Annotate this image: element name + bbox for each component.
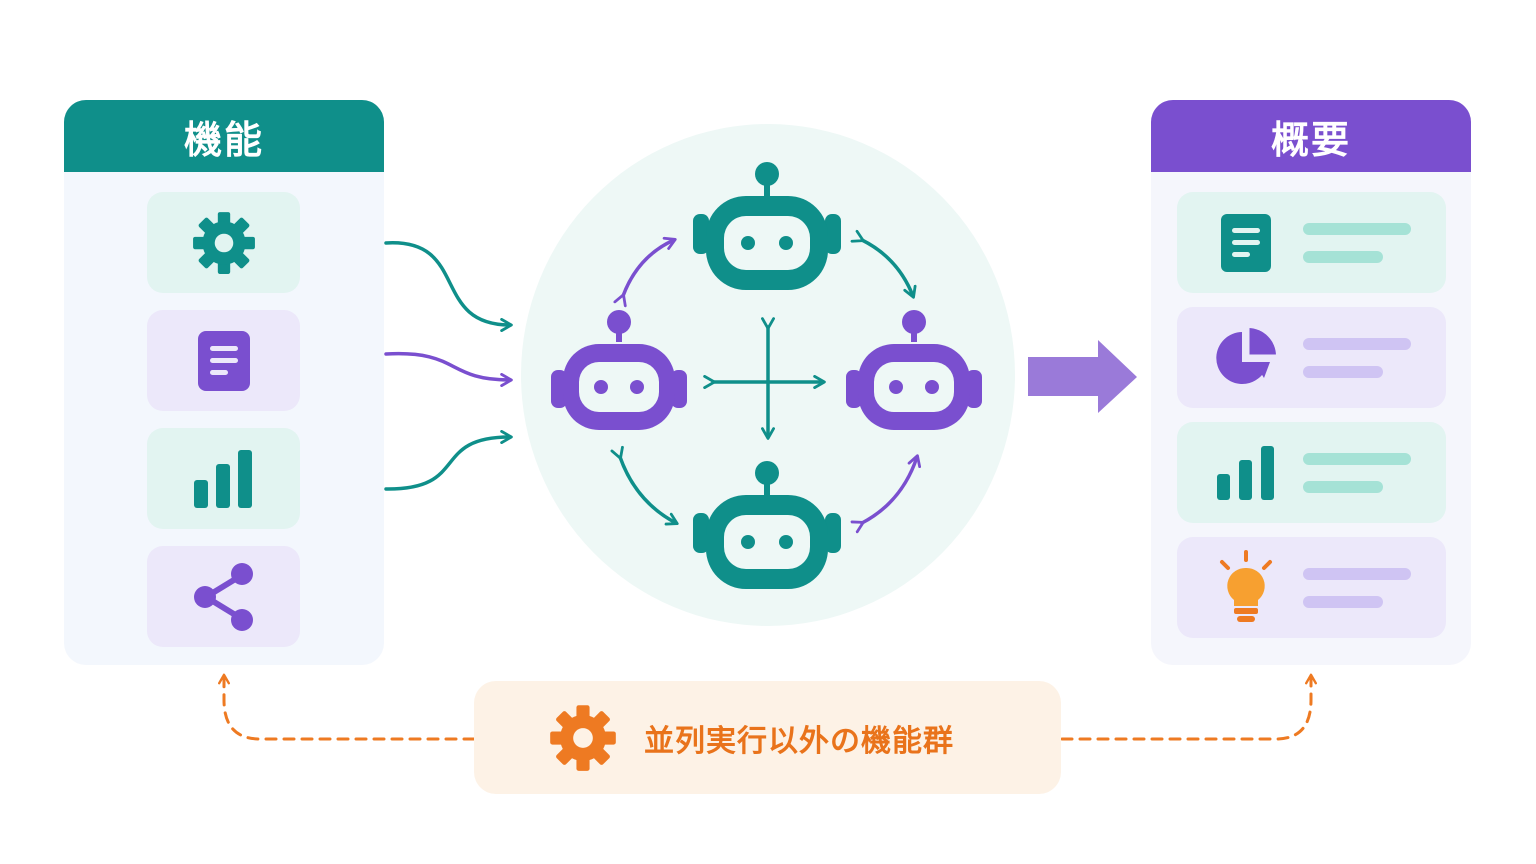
document-icon bbox=[196, 329, 252, 393]
summary-placeholder-lines bbox=[1303, 452, 1411, 493]
features-item-share bbox=[147, 546, 300, 647]
robot-icon-bottom bbox=[693, 461, 841, 589]
summary-item-pie bbox=[1177, 307, 1446, 408]
input-arrow-1 bbox=[384, 241, 513, 332]
gear-icon bbox=[191, 210, 257, 276]
other-features-label: 並列実行以外の機能群 bbox=[644, 723, 954, 759]
agent-link-bottom-right bbox=[850, 454, 922, 534]
summary-panel: 概要 bbox=[1151, 100, 1471, 665]
agent-link-top-left bbox=[613, 236, 677, 308]
features-item-settings bbox=[147, 192, 300, 293]
document-icon bbox=[1211, 212, 1281, 274]
agent-link-top-right bbox=[850, 229, 917, 299]
bar-chart-icon bbox=[192, 448, 256, 510]
robot-icon-top bbox=[693, 162, 841, 290]
summary-placeholder-lines bbox=[1303, 222, 1411, 263]
feedback-arrow-left bbox=[218, 673, 476, 741]
summary-item-document bbox=[1177, 192, 1446, 293]
bar-chart-icon bbox=[1211, 444, 1281, 502]
move-arrows-icon bbox=[703, 317, 826, 440]
output-arrow-icon bbox=[1028, 340, 1137, 413]
summary-item-insight bbox=[1177, 537, 1446, 638]
agent-link-bottom-left bbox=[610, 445, 679, 526]
features-panel: 機能 bbox=[64, 100, 384, 665]
summary-placeholder-lines bbox=[1303, 567, 1411, 608]
feedback-arrow-right bbox=[1060, 673, 1317, 741]
input-arrow-3 bbox=[384, 430, 513, 491]
features-panel-title: 機能 bbox=[64, 100, 384, 172]
gear-icon bbox=[548, 703, 618, 773]
input-arrow-2 bbox=[384, 351, 513, 387]
summary-placeholder-lines bbox=[1303, 337, 1411, 378]
summary-panel-title: 概要 bbox=[1151, 100, 1471, 172]
robot-icon-left bbox=[551, 310, 687, 430]
pie-chart-icon bbox=[1211, 326, 1281, 390]
features-item-document bbox=[147, 310, 300, 411]
share-icon bbox=[192, 561, 256, 633]
lightbulb-icon bbox=[1211, 549, 1281, 626]
features-item-chart bbox=[147, 428, 300, 529]
other-features-box: 並列実行以外の機能群 bbox=[474, 681, 1061, 794]
robot-icon-right bbox=[846, 310, 982, 430]
summary-item-chart bbox=[1177, 422, 1446, 523]
